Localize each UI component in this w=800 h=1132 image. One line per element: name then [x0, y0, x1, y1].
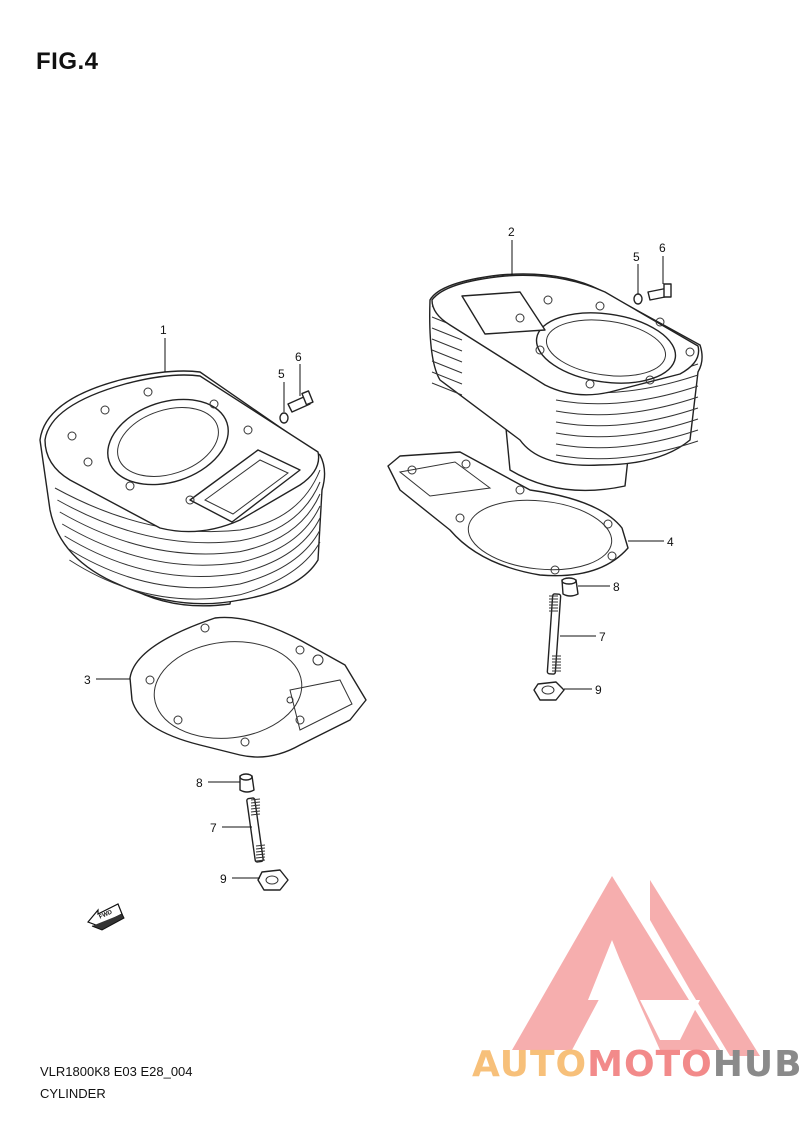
callout-7-rear: 7 [599, 630, 606, 644]
watermark-hub: HUB [712, 1044, 800, 1085]
cooling-fin [431, 327, 463, 341]
section-name: CYLINDER [40, 1086, 106, 1101]
stud-thread [250, 801, 261, 804]
stud-thread [255, 859, 266, 862]
callout-5-rear: 5 [633, 250, 640, 264]
cooling-fin [54, 469, 321, 533]
fwd-label: FWD [98, 909, 114, 920]
stud-thread [255, 847, 266, 850]
bolt-hole [685, 347, 695, 357]
stud-thread [250, 813, 261, 816]
cooling-fin [59, 493, 321, 555]
stud-thread [255, 856, 266, 859]
cooling-fin [61, 505, 321, 566]
stud-thread [250, 807, 261, 810]
dowel-rear [561, 577, 579, 597]
cooling-fin [431, 371, 463, 385]
bolt-hole [125, 481, 135, 491]
leader-lines [96, 240, 664, 879]
stud-thread [250, 798, 261, 801]
callout-9-rear: 9 [595, 683, 602, 697]
bolt-hole [143, 387, 153, 397]
cooling-fin [69, 541, 321, 600]
callout-6-rear: 6 [659, 241, 666, 255]
gasket-front [129, 616, 367, 758]
bolt-hole [595, 301, 605, 311]
bolt-hole [209, 399, 219, 409]
model-code: VLR1800K8 E03 E28_004 [40, 1064, 193, 1079]
callout-3: 3 [84, 673, 91, 687]
bolt-hole [655, 317, 665, 327]
stud-rear [546, 593, 562, 675]
callout-9-front: 9 [220, 872, 227, 886]
callout-4: 4 [667, 535, 674, 549]
cylinder-rear [429, 273, 703, 492]
cooling-fin [555, 407, 699, 427]
cooling-fin [431, 338, 463, 352]
bolt-hole [243, 425, 253, 435]
bolt-hole [100, 405, 110, 415]
watermark-auto: AUTO [472, 1044, 588, 1085]
bolt-hole [543, 295, 553, 305]
callout-5-front: 5 [278, 367, 285, 381]
callout-8-rear: 8 [613, 580, 620, 594]
nipple-rear [647, 283, 672, 301]
cooling-fin [431, 360, 463, 374]
cooling-fin [431, 349, 463, 363]
callout-1: 1 [160, 323, 167, 337]
o-ring-front [279, 412, 289, 424]
stud-thread [255, 844, 266, 847]
bolt-hole [535, 345, 545, 355]
nut-front [257, 869, 289, 891]
callout-2: 2 [508, 225, 515, 239]
cooling-fin [555, 440, 699, 460]
bolt-hole [585, 379, 595, 389]
cooling-fin [555, 385, 699, 405]
cooling-fin [66, 529, 321, 589]
stud-thread [255, 853, 266, 856]
cooling-fin [555, 396, 699, 416]
figure-title: FIG.4 [36, 48, 99, 75]
fwd-arrow-icon: FWD [86, 903, 125, 931]
watermark-moto: MOTO [587, 1044, 713, 1085]
cooling-fin [64, 517, 321, 577]
cooling-fin [431, 382, 463, 396]
bolt-hole [185, 495, 195, 505]
nut-rear [533, 681, 565, 701]
bolt-hole [67, 431, 77, 441]
stud-thread [250, 804, 261, 807]
bolt-hole [645, 375, 655, 385]
callout-7-front: 7 [210, 821, 217, 835]
bolt-hole [515, 313, 525, 323]
bolt-hole [83, 457, 93, 467]
stud-thread [250, 810, 261, 813]
stud-thread [255, 850, 266, 853]
cooling-fin [57, 481, 321, 544]
watermark-text: AUTOMOTOHUB [472, 1044, 800, 1085]
gasket-rear [387, 451, 629, 577]
stud-front [246, 797, 266, 863]
o-ring-rear [633, 293, 643, 305]
nipple-front [287, 390, 314, 413]
cooling-fin [555, 418, 699, 438]
cylinder-front [39, 370, 326, 607]
callout-6-front: 6 [295, 350, 302, 364]
watermark-logo-icon [512, 876, 760, 1056]
callout-8-front: 8 [196, 776, 203, 790]
cooling-fin [555, 429, 699, 449]
dowel-front [239, 773, 255, 793]
